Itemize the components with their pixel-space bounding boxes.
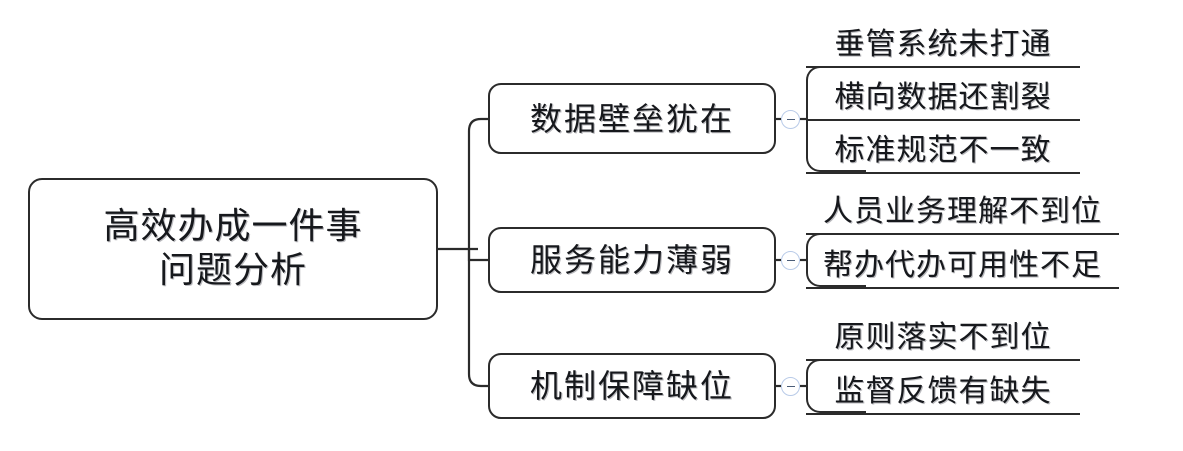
leaf-item[interactable]: 人员业务理解不到位 (806, 185, 1119, 233)
branch-node-mechanism-guarantee[interactable]: 机制保障缺位 (488, 353, 776, 419)
leaf-label: 帮办代办可用性不足 (823, 248, 1102, 283)
leaf-item[interactable]: 监督反馈有缺失 (806, 359, 1080, 413)
collapse-toggle-icon-branch-0[interactable] (781, 110, 800, 129)
leaf-label: 垂管系统未打通 (834, 27, 1052, 62)
collapse-toggle-icon-branch-2[interactable] (781, 377, 800, 396)
branch-label: 数据壁垒犹在 (529, 99, 734, 138)
leaf-underline (806, 172, 1080, 174)
leaf-label: 人员业务理解不到位 (823, 194, 1102, 229)
collapse-toggle-icon-branch-1[interactable] (781, 251, 800, 270)
branch-node-service-capacity[interactable]: 服务能力薄弱 (488, 227, 776, 293)
leaf-label: 原则落实不到位 (834, 320, 1052, 355)
leaf-item[interactable]: 帮办代办可用性不足 (806, 233, 1119, 287)
leaf-label: 监督反馈有缺失 (834, 374, 1052, 409)
root-node[interactable]: 高效办成一件事 问题分析 (28, 178, 438, 320)
leaf-item[interactable]: 原则落实不到位 (806, 311, 1080, 359)
leaf-item[interactable]: 垂管系统未打通 (806, 18, 1080, 66)
spine-to-branch-1 (467, 249, 488, 262)
leaf-underline (806, 119, 1080, 121)
root-title-line-2: 问题分析 (158, 250, 307, 291)
leaf-underline (806, 66, 1080, 68)
leaf-underline (806, 287, 1119, 289)
leaf-label: 横向数据还割裂 (834, 80, 1052, 115)
leaf-item[interactable]: 横向数据还割裂 (806, 66, 1080, 119)
leaf-underline (806, 359, 1080, 361)
branch-node-data-barriers[interactable]: 数据壁垒犹在 (488, 83, 776, 154)
leaf-underline (806, 233, 1119, 235)
spine-to-branch-0 (467, 117, 488, 249)
branch-label: 服务能力薄弱 (529, 241, 734, 279)
branch-label: 机制保障缺位 (529, 367, 734, 405)
root-title-line-1: 高效办成一件事 (103, 206, 363, 248)
spine-to-branch-2 (467, 249, 488, 388)
leaf-underline (806, 413, 1080, 415)
leaf-label: 标准规范不一致 (834, 133, 1052, 168)
leaf-item[interactable]: 标准规范不一致 (806, 119, 1080, 172)
